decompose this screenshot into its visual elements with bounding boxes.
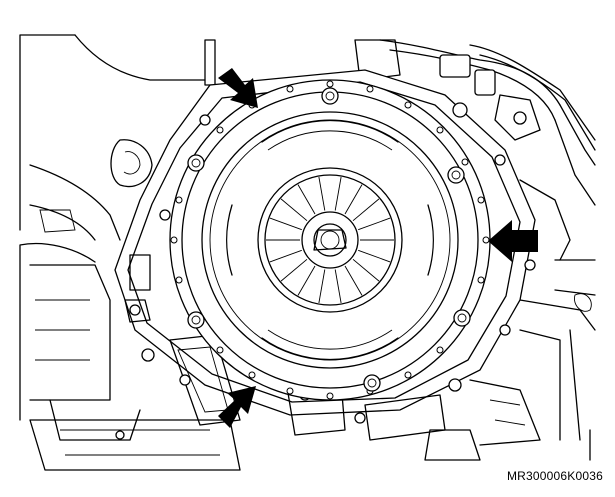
- spring-finger-slot: [269, 217, 302, 231]
- spring-finger-slot: [358, 217, 391, 231]
- spring-finger-slot: [352, 258, 380, 282]
- engine-bay-linework: [19, 34, 596, 471]
- spring-finger-slot: [280, 258, 308, 282]
- release-hub: [313, 223, 347, 257]
- spring-finger-slot: [358, 249, 391, 263]
- callout-arrows: [218, 68, 538, 428]
- spring-finger-slot: [318, 176, 326, 211]
- spring-finger-slot: [318, 269, 326, 304]
- spring-finger-slot: [344, 184, 363, 215]
- arrow-top-left: [218, 68, 258, 108]
- spring-finger-slot: [269, 249, 302, 263]
- cover-bolts: [187, 87, 471, 392]
- spring-finger-slot: [297, 184, 316, 215]
- spring-finger-slot: [334, 269, 342, 304]
- spring-finger-slot: [334, 176, 342, 211]
- arc-slots: [226, 119, 434, 361]
- figure-code: MR300006K0036: [506, 469, 603, 483]
- arrow-right: [488, 220, 538, 262]
- arrow-bottom-left: [218, 386, 256, 428]
- spring-finger-slot: [352, 198, 380, 222]
- spring-finger-slot: [280, 198, 308, 222]
- spring-finger-slot: [344, 265, 363, 296]
- spring-finger-slot: [297, 265, 316, 296]
